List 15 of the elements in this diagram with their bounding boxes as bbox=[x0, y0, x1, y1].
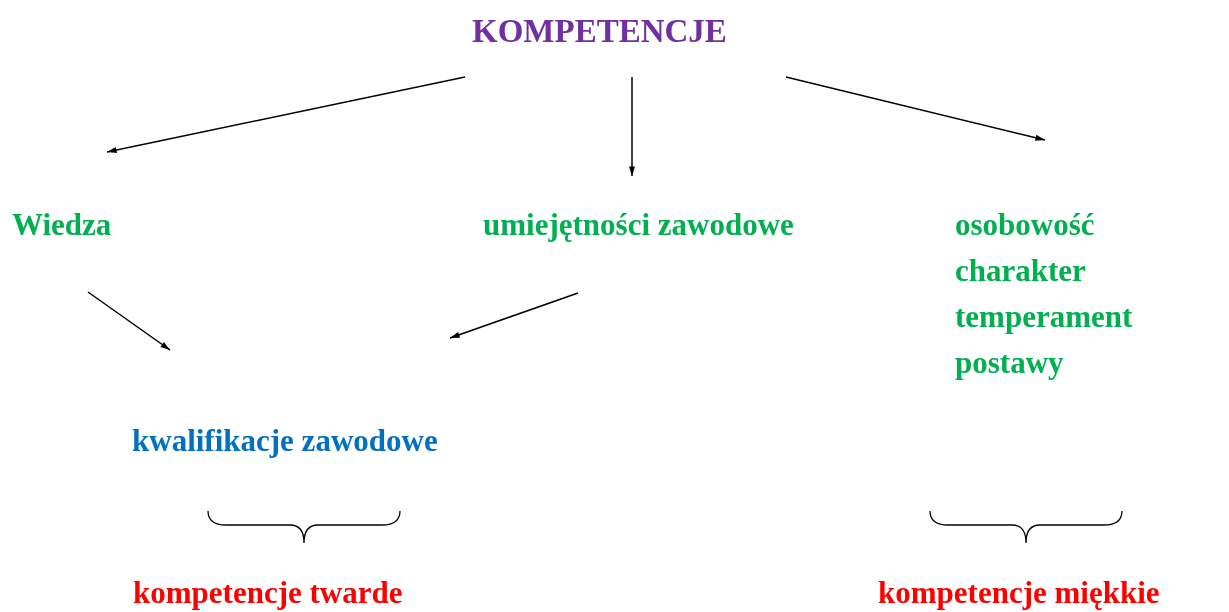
arrow bbox=[629, 76, 635, 177]
group-label: kompetencje miękkie bbox=[878, 576, 1160, 611]
node-text: temperament bbox=[955, 299, 1133, 335]
heading-text: KOMPETENCJE bbox=[472, 13, 727, 51]
node-text: umiejętności zawodowe bbox=[483, 207, 794, 243]
arrow bbox=[106, 76, 466, 153]
node-text: kwalifikacje zawodowe bbox=[132, 423, 438, 459]
node-text: charakter bbox=[955, 253, 1086, 289]
node-text: osobowość bbox=[955, 207, 1095, 243]
arrow bbox=[449, 292, 579, 339]
node-text: postawy bbox=[955, 345, 1064, 381]
arrow bbox=[87, 291, 171, 351]
arrow bbox=[785, 76, 1046, 141]
node-text: Wiedza bbox=[12, 207, 112, 243]
group-label: kompetencje twarde bbox=[133, 576, 403, 611]
